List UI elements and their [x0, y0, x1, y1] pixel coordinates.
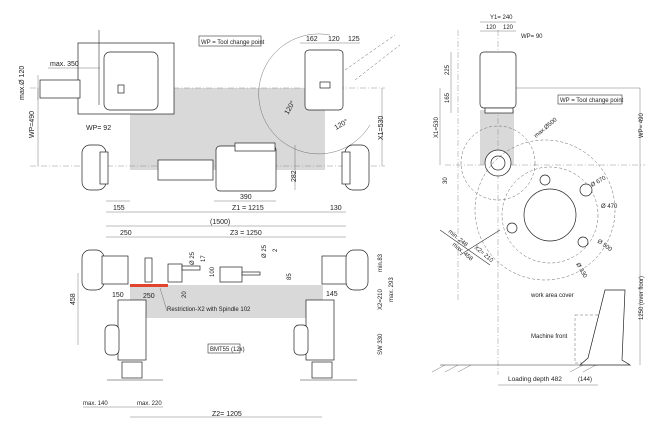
dim-x2: X2=210	[378, 288, 384, 310]
work-area-cover-label: work area cover	[530, 293, 574, 299]
dim-120: 120	[328, 36, 340, 43]
dim-d25-b: Ø 25	[262, 244, 268, 258]
dim-125: 125	[348, 36, 360, 43]
operator-silhouette	[579, 289, 632, 366]
restriction-label: Restriction-X2 with Spindle 102	[167, 307, 251, 313]
dim-162: 162	[306, 36, 318, 43]
dim-144: (144)	[578, 377, 592, 383]
machine-front-label: Machine front	[531, 334, 568, 340]
sub-spindle-front	[345, 249, 369, 291]
turret-left	[117, 299, 147, 361]
dim-130: 130	[330, 205, 342, 212]
dim-max-140: max. 140	[83, 401, 108, 407]
top-view: max. 350 max.Ø 120 WP=490 WP= 92 WP = To…	[19, 30, 401, 213]
turret-disc	[523, 188, 577, 242]
dim-17: 17	[201, 255, 207, 262]
dim-250-a: 250	[120, 230, 132, 237]
dim-z3: Z3 = 1250	[230, 230, 262, 237]
dim-wp-92: WP= 92	[86, 125, 111, 132]
dim-max-220: max. 220	[137, 401, 162, 407]
dim-145: 145	[326, 291, 338, 298]
front-view: (1500) 250 Z3 = 1250 Ø 25 17 100 20 Ø 25…	[70, 219, 395, 418]
dim-85: 85	[287, 273, 293, 280]
restriction-marker	[130, 284, 168, 287]
dim-height-floor: 1250 (over floor)	[639, 276, 645, 320]
tool-holder	[157, 159, 214, 181]
dim-sw-330: SW 330	[378, 333, 384, 355]
dim-x1: X1=530	[378, 116, 385, 140]
dim-y1: Y1= 240	[490, 15, 513, 21]
tooling-label: BMT55 (12x)	[210, 347, 245, 353]
dim-282: 282	[291, 170, 298, 182]
dim-z1: Z1 = 1215	[232, 205, 264, 212]
dim-d25-a: Ø 25	[190, 251, 196, 265]
legend-note-top: WP = Tool change point	[201, 40, 265, 46]
dim-150: 150	[112, 292, 124, 299]
main-spindle-front	[81, 249, 105, 291]
dim-max-350: max. 350	[50, 61, 79, 68]
dim-390: 390	[240, 194, 252, 201]
dim-max-293: max. 293	[389, 277, 395, 302]
dim-2: 2	[273, 248, 279, 252]
dim-wp-490: WP=490	[29, 111, 36, 138]
dim-d500: Ø 500	[596, 239, 613, 254]
dim-angle-2: 120°	[333, 117, 350, 131]
dim-225: 225	[445, 64, 451, 75]
legend-note-side: WP = Tool change point	[560, 98, 624, 104]
turret-side	[479, 51, 517, 109]
dim-min-83: min.83	[378, 253, 384, 272]
dim-d670: Ø 670	[590, 175, 608, 189]
dim-120-b: 120	[503, 25, 514, 31]
spindle-motor	[215, 145, 277, 192]
dim-165: 165	[445, 92, 451, 103]
dim-20: 20	[182, 291, 188, 298]
dim-z2: Z2= 1205	[212, 411, 242, 418]
dim-wp-490-side: WP= 490	[639, 112, 645, 138]
dim-d470: Ø 470	[601, 204, 618, 210]
work-area-front	[130, 285, 323, 318]
dim-120-a: 120	[486, 25, 497, 31]
dim-max-d500: max.Ø500	[533, 117, 559, 140]
side-view: Y1= 240 120 120 WP= 90 225 165 X1=530 30…	[431, 15, 645, 386]
dim-d330: Ø 330	[574, 262, 588, 280]
turret-right	[305, 299, 335, 361]
dim-155: 155	[113, 205, 125, 212]
dim-max-d120: max.Ø 120	[19, 66, 26, 100]
dim-wp-90: WP= 90	[521, 34, 543, 40]
dim-30: 30	[443, 177, 449, 184]
dim-x1-side: X1=530	[434, 116, 440, 138]
loading-depth: Loading depth 482	[508, 376, 562, 383]
dim-250-b: 250	[143, 293, 155, 300]
dim-458: 458	[70, 293, 77, 305]
dim-1500: (1500)	[210, 219, 230, 226]
dim-100: 100	[210, 266, 216, 277]
spindle-unit-top	[304, 49, 344, 111]
